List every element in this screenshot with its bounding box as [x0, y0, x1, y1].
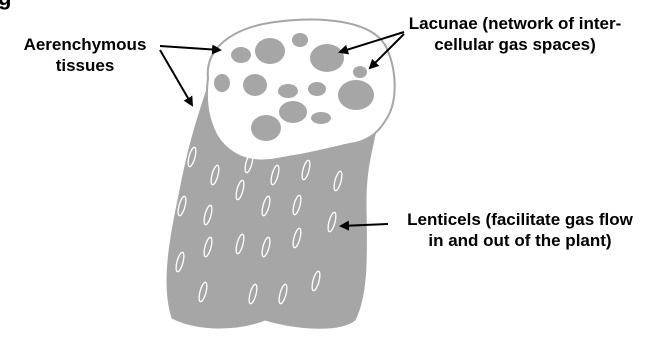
lacuna — [243, 74, 267, 96]
lacuna — [292, 33, 308, 47]
lacuna — [353, 66, 367, 78]
lacuna — [338, 80, 374, 110]
lacuna — [279, 101, 307, 123]
lenticels-label-line1: Lenticels (facilitate gas flow — [390, 209, 650, 230]
lacuna — [231, 47, 251, 63]
lenticels-label-line2: in and out of the plant) — [390, 230, 650, 251]
lacuna — [310, 44, 344, 72]
lacuna — [278, 84, 298, 98]
heading-fragment-text: g — [0, 0, 11, 10]
lenticels-label: Lenticels (facilitate gas flow in and ou… — [390, 209, 650, 251]
arrow-to-face — [160, 46, 220, 50]
arrow-to-tissue — [160, 50, 192, 105]
lacuna — [308, 82, 326, 96]
lacuna — [214, 74, 230, 92]
heading-fragment: g — [0, 0, 11, 11]
aerenchymous-label-line1: Aerenchymous — [10, 34, 160, 55]
lacunae-label: Lacunae (network of inter- cellular gas … — [404, 13, 626, 55]
lacuna — [255, 38, 285, 64]
lacunae-label-line1: Lacunae (network of inter- — [404, 13, 626, 34]
aerenchymous-label-line2: tissues — [10, 55, 160, 76]
lacunae-label-line2: cellular gas spaces) — [404, 34, 626, 55]
aerenchymous-label: Aerenchymous tissues — [10, 34, 160, 76]
lacuna — [251, 115, 281, 141]
lacuna — [311, 112, 331, 124]
